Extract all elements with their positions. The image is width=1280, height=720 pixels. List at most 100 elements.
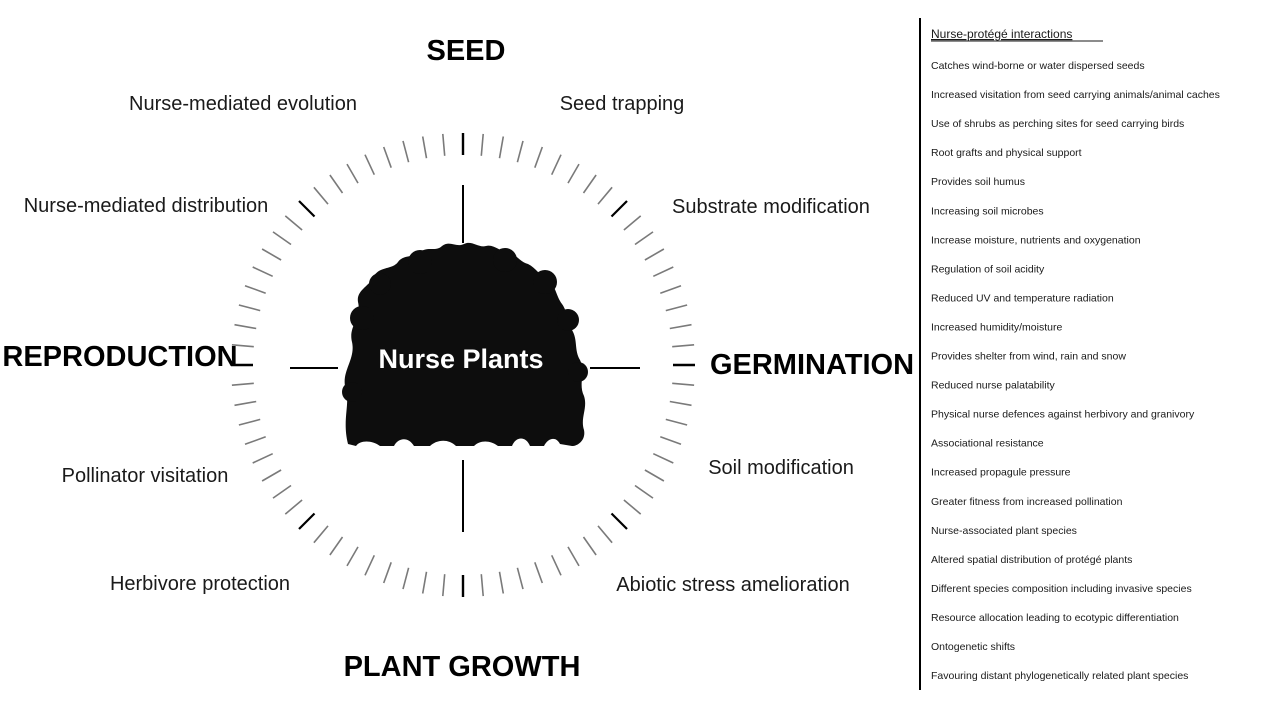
process-soil-modification: Soil modification <box>708 457 854 479</box>
phase-reproduction: REPRODUCTION <box>2 341 237 373</box>
process-seed-trapping: Seed trapping <box>560 93 685 115</box>
tick-mark <box>597 186 613 205</box>
process-substrate-modification: Substrate modification <box>672 196 870 218</box>
interaction-item: Reduced nurse palatability <box>931 380 1055 392</box>
tick-mark <box>498 571 505 594</box>
interaction-item: Regulation of soil acidity <box>931 263 1045 275</box>
process-herbivore-protection: Herbivore protection <box>110 573 290 595</box>
tick-mark <box>382 146 392 168</box>
interaction-item: Favouring distant phylogenetically relat… <box>931 670 1188 682</box>
interaction-item: Use of shrubs as perching sites for seed… <box>931 118 1184 130</box>
axis-lines <box>290 185 640 532</box>
tick-mark <box>672 382 695 386</box>
tick-mark <box>382 562 392 584</box>
tick-mark <box>231 344 254 348</box>
tick-mark <box>244 284 266 294</box>
tick-mark <box>231 382 254 386</box>
tick-mark <box>567 546 580 567</box>
tick-mark <box>313 525 329 544</box>
tick-mark <box>652 452 674 464</box>
tick-mark <box>421 136 428 159</box>
leaf-cluster <box>408 250 432 274</box>
interaction-item: Resource allocation leading to ecotypic … <box>931 612 1179 624</box>
tick-mark-major <box>298 200 316 218</box>
interaction-item: Greater fitness from increased pollinati… <box>931 496 1123 508</box>
process-pollinator-visitation: Pollinator visitation <box>62 465 229 487</box>
tick-mark <box>480 574 484 597</box>
tick-mark <box>623 215 642 231</box>
tick-mark <box>660 436 682 446</box>
tick-mark <box>234 400 257 407</box>
tick-mark <box>634 231 654 246</box>
tick-mark <box>665 418 688 426</box>
tick-ring <box>231 133 695 597</box>
interaction-item: Increased humidity/moisture <box>931 321 1062 333</box>
tick-mark <box>534 146 544 168</box>
interaction-item: Root grafts and physical support <box>931 147 1082 159</box>
tick-mark <box>313 186 329 205</box>
phase-germination: GERMINATION <box>710 349 914 381</box>
interactions-heading: Nurse-protégé interactions <box>931 27 1072 41</box>
tick-mark <box>442 133 446 156</box>
interaction-item: Altered spatial distribution of protégé … <box>931 554 1132 566</box>
nurse-plant-silhouette <box>342 242 588 446</box>
tick-mark <box>534 562 544 584</box>
interactions-list: Catches wind-borne or water dispersed se… <box>931 60 1220 682</box>
tick-mark <box>623 499 642 515</box>
tick-mark <box>234 323 257 330</box>
tick-mark <box>644 248 665 261</box>
tick-mark <box>669 400 692 407</box>
tick-mark <box>272 484 292 499</box>
tick-mark <box>272 231 292 246</box>
tick-mark <box>669 323 692 330</box>
tick-mark-major <box>610 512 628 530</box>
leaf-cluster <box>369 273 391 295</box>
tick-mark <box>238 418 261 426</box>
tick-mark <box>665 304 688 312</box>
tick-mark <box>346 163 359 184</box>
interaction-item: Increase moisture, nutrients and oxygena… <box>931 234 1141 246</box>
tick-mark <box>516 567 524 590</box>
tick-mark <box>238 304 261 312</box>
interaction-item: Increasing soil microbes <box>931 205 1044 217</box>
phase-plant-growth: PLANT GROWTH <box>344 651 581 683</box>
interaction-item: Increased visitation from seed carrying … <box>931 89 1220 101</box>
tick-mark <box>346 546 359 567</box>
tick-mark <box>550 554 562 576</box>
tick-mark <box>652 266 674 278</box>
interaction-item: Reduced UV and temperature radiation <box>931 292 1114 304</box>
center-label: Nurse Plants <box>378 344 543 374</box>
tick-mark <box>516 140 524 163</box>
tick-mark <box>284 499 303 515</box>
leaf-cluster <box>493 248 517 272</box>
process-abiotic-stress-amelioration: Abiotic stress amelioration <box>616 574 849 596</box>
tick-mark <box>364 154 376 176</box>
tick-mark <box>498 136 505 159</box>
tick-mark <box>364 554 376 576</box>
tick-mark <box>660 284 682 294</box>
interaction-item: Provides shelter from wind, rain and sno… <box>931 351 1126 363</box>
interaction-item: Physical nurse defences against herbivor… <box>931 409 1195 421</box>
tick-mark-major <box>298 512 316 530</box>
process-nurse-mediated-evolution: Nurse-mediated evolution <box>129 93 357 115</box>
tick-mark <box>261 469 282 482</box>
tick-mark <box>582 536 597 556</box>
interaction-item: Provides soil humus <box>931 176 1025 188</box>
tick-mark <box>634 484 654 499</box>
process-nurse-mediated-distribution: Nurse-mediated distribution <box>24 195 269 217</box>
tick-mark <box>567 163 580 184</box>
tick-mark-major <box>610 200 628 218</box>
interaction-item: Ontogenetic shifts <box>931 641 1015 653</box>
tick-mark <box>480 133 484 156</box>
tick-mark <box>244 436 266 446</box>
tick-mark <box>329 174 344 194</box>
tick-mark <box>252 452 274 464</box>
tick-mark <box>672 344 695 348</box>
interaction-item: Different species composition including … <box>931 583 1192 595</box>
leaf-cluster <box>557 309 579 331</box>
tick-mark <box>402 567 410 590</box>
leaf-cluster <box>568 362 588 382</box>
tick-mark <box>421 571 428 594</box>
interaction-item: Nurse-associated plant species <box>931 525 1077 537</box>
